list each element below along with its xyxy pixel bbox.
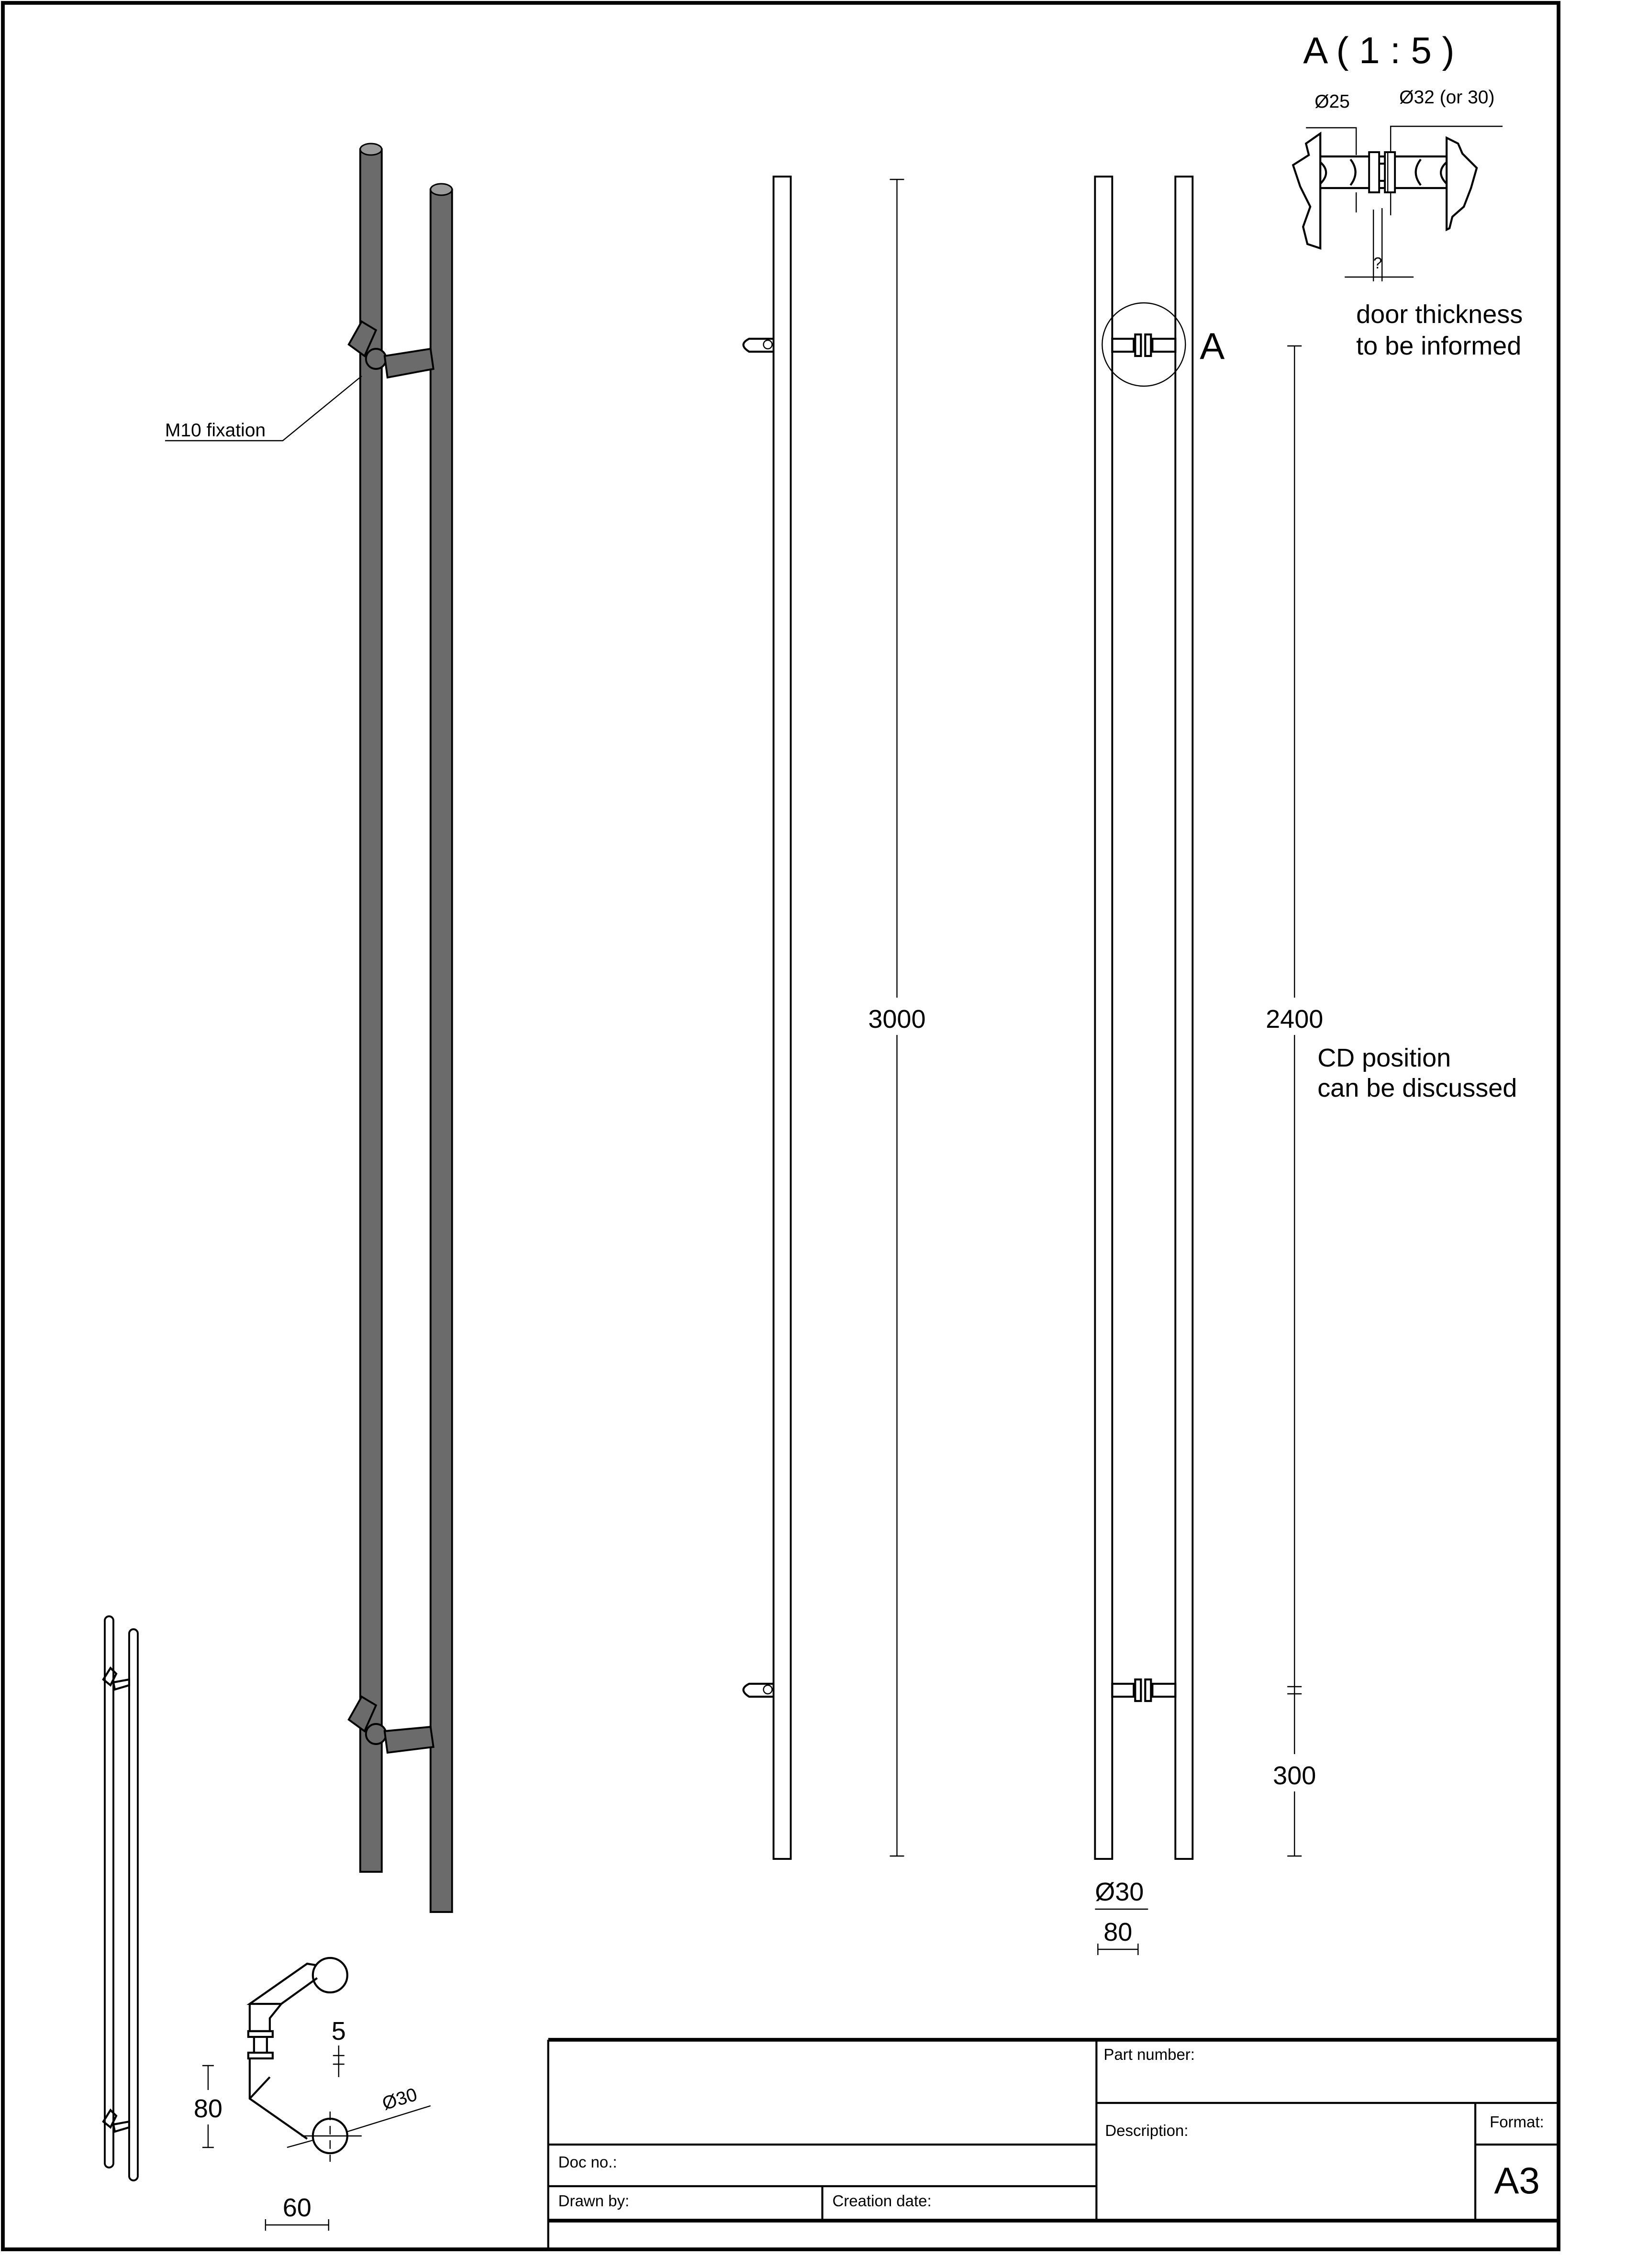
doc-no-label: Doc no.: xyxy=(558,2153,617,2171)
side-bar-right xyxy=(1174,176,1194,1860)
isometric-view: M10 fixation xyxy=(165,143,453,1913)
handle-bar-left xyxy=(359,148,383,1873)
door-note-line2: to be informed xyxy=(1356,332,1521,360)
thumbnail-view xyxy=(102,1615,139,2181)
cd-note-line1: CD position xyxy=(1317,1044,1451,1072)
door-note-line1: door thickness xyxy=(1356,300,1523,329)
top-diameter-dimension: Ø30 xyxy=(380,2084,420,2114)
creation-date-label: Creation date: xyxy=(832,2192,931,2210)
end-dimension: 300 xyxy=(1273,1761,1316,1790)
door-gap-label: ? xyxy=(1373,254,1382,272)
part-number-label: Part number: xyxy=(1103,2046,1195,2063)
cd-dimension: 2400 xyxy=(1266,1005,1323,1034)
width-dimension: 60 xyxy=(283,2193,312,2222)
fixation-label: M10 fixation xyxy=(165,420,266,441)
drawn-by-label: Drawn by: xyxy=(558,2192,629,2210)
small-diameter-label: Ø25 xyxy=(1314,91,1350,112)
gap-dimension: 5 xyxy=(332,2017,346,2046)
title-block: Part number: Description: Format: A3 Doc… xyxy=(547,2038,1559,2249)
description-label: Description: xyxy=(1105,2122,1188,2139)
side-connector-bottom xyxy=(1111,1678,1177,1702)
sheet-border xyxy=(1,1,1560,2251)
front-bar xyxy=(772,176,792,1860)
iso-connector-top xyxy=(347,320,434,379)
handle-bar-right xyxy=(429,189,453,1913)
length-dimension: 3000 xyxy=(868,1005,925,1034)
format-label: Format: xyxy=(1490,2113,1544,2131)
iso-connector-bottom xyxy=(347,1695,434,1754)
detail-marker: A xyxy=(1200,325,1225,367)
bar-diameter-dimension: Ø30 xyxy=(1095,1878,1144,1906)
front-standoff-bottom xyxy=(742,1682,774,1698)
side-view: A 2400 300 CD position can be discussed … xyxy=(1094,176,1517,1955)
cd-note-line2: can be discussed xyxy=(1317,1074,1517,1102)
height-dimension: 80 xyxy=(194,2094,223,2123)
large-diameter-label: Ø32 (or 30) xyxy=(1399,87,1494,108)
detail-circle-a xyxy=(1102,302,1186,387)
front-standoff-top xyxy=(742,337,774,353)
fixation-leader-line xyxy=(165,376,362,442)
format-value: A3 xyxy=(1494,2159,1539,2201)
top-view-detail: Ø30 5 80 60 xyxy=(189,1957,431,2231)
detail-title: A ( 1 : 5 ) xyxy=(1303,29,1454,71)
side-bar-left xyxy=(1094,176,1114,1860)
side-connector-top xyxy=(1111,333,1177,357)
standoff-dimension: 80 xyxy=(1103,1918,1132,1946)
front-view: 3000 xyxy=(742,176,933,1860)
detail-view-a: A ( 1 : 5 ) Ø25 Ø32 (or 30) ? door thick… xyxy=(1292,29,1523,360)
